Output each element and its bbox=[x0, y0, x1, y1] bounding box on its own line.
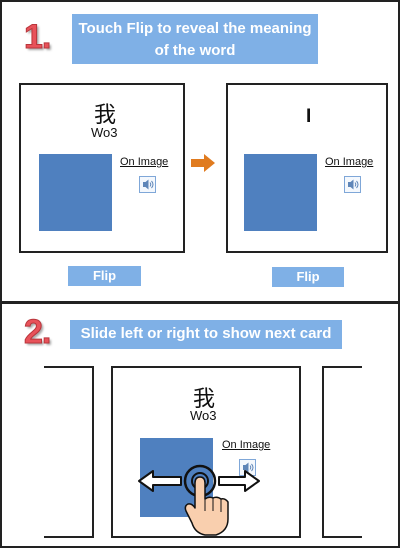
on-image-label: On Image bbox=[325, 156, 374, 168]
speaker-icon[interactable] bbox=[344, 176, 361, 193]
step-2-instruction: Slide left or right to show next card bbox=[70, 320, 342, 349]
chinese-character: 我 bbox=[94, 103, 117, 128]
double-arrow-icon bbox=[138, 470, 182, 492]
next-card-edge[interactable] bbox=[322, 366, 362, 538]
previous-card-edge[interactable] bbox=[44, 366, 94, 538]
chinese-character: 我 bbox=[193, 387, 216, 412]
on-image-label: On Image bbox=[120, 156, 169, 168]
flip-button-front[interactable]: Flip bbox=[68, 266, 141, 286]
word-image bbox=[39, 154, 112, 231]
word-image bbox=[244, 154, 317, 231]
swipe-hand-icon bbox=[138, 464, 260, 536]
flip-button-back[interactable]: Flip bbox=[272, 267, 344, 287]
step-1-number: 1. bbox=[23, 18, 51, 57]
arrow-right-icon bbox=[191, 154, 215, 172]
pinyin-text: Wo3 bbox=[91, 125, 118, 140]
on-image-label: On Image bbox=[222, 439, 271, 451]
section-divider bbox=[0, 301, 400, 304]
front-flashcard[interactable]: 我 Wo3 On Image bbox=[19, 83, 185, 253]
speaker-icon[interactable] bbox=[139, 176, 156, 193]
step-2-number: 2. bbox=[23, 313, 51, 352]
back-flashcard[interactable]: I On Image bbox=[226, 83, 388, 253]
pinyin-text: Wo3 bbox=[190, 408, 217, 423]
word-meaning: I bbox=[306, 106, 312, 127]
step-1-instruction: Touch Flip to reveal the meaning of the … bbox=[72, 14, 318, 64]
speaker-icon[interactable] bbox=[239, 459, 256, 476]
